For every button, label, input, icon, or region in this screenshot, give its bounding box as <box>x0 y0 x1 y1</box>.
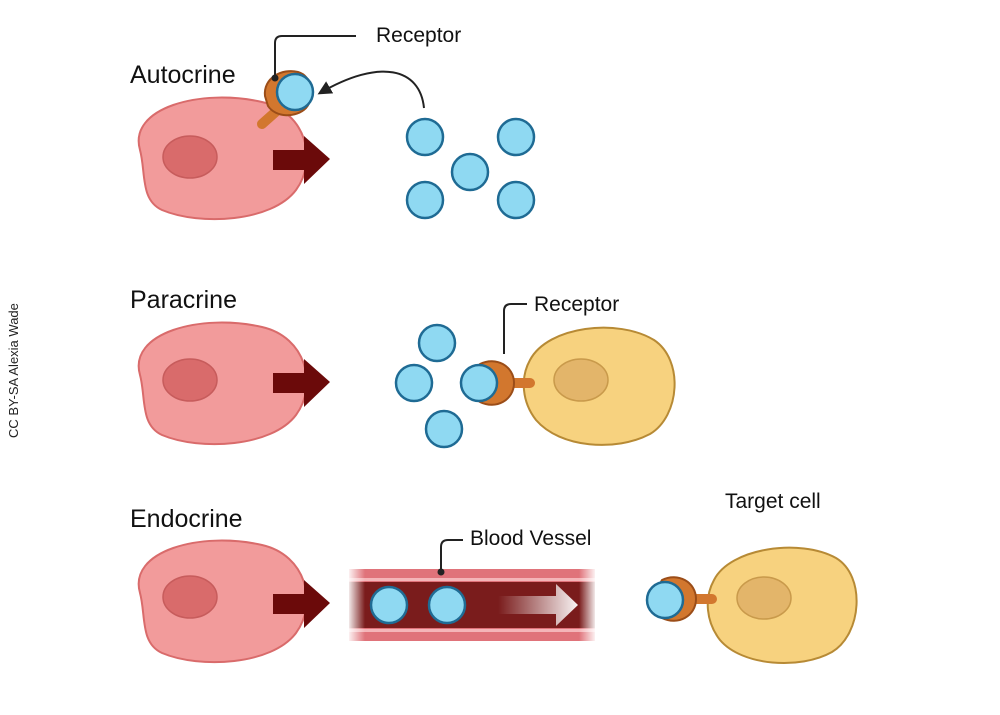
signal-molecule <box>369 585 409 625</box>
signal-molecule <box>645 580 685 620</box>
receptor-callout-line <box>271 35 356 82</box>
cell-nucleus <box>553 358 609 402</box>
receptor <box>459 360 535 406</box>
secretion-arrow <box>273 359 330 407</box>
signal-molecules-cluster <box>405 117 536 220</box>
binding-curve-arrow <box>317 70 425 109</box>
cell-nucleus <box>736 576 792 620</box>
autocrine-panel <box>137 35 536 221</box>
paracrine-panel <box>137 303 676 449</box>
secreting-cell <box>137 539 308 664</box>
signal-molecule <box>394 363 434 403</box>
secretion-arrow <box>273 580 330 628</box>
endocrine-panel <box>137 539 858 665</box>
signal-molecule <box>424 409 464 449</box>
signal-molecules-cluster <box>394 323 464 449</box>
target-cell <box>706 546 858 665</box>
signal-molecule <box>496 180 536 220</box>
vessel-callout-line <box>437 539 463 576</box>
cell-nucleus <box>162 575 218 619</box>
autocrine-receptor-label: Receptor <box>376 24 462 47</box>
flow-arrow <box>498 584 578 626</box>
credit-text: CC BY-SA Alexia Wade <box>6 303 21 438</box>
signal-molecule <box>496 117 536 157</box>
signal-molecule <box>417 323 457 363</box>
cell-nucleus <box>162 358 218 402</box>
autocrine-title: Autocrine <box>130 61 236 89</box>
secreting-cell <box>137 321 308 446</box>
signal-molecule <box>427 585 467 625</box>
signal-molecule <box>450 152 490 192</box>
receptor <box>645 576 717 622</box>
paracrine-title: Paracrine <box>130 286 237 314</box>
blood-vessel <box>349 565 595 645</box>
receptor-callout-line <box>503 303 527 354</box>
blood-vessel-label: Blood Vessel <box>470 527 592 550</box>
endocrine-title: Endocrine <box>130 505 243 533</box>
paracrine-receptor-label: Receptor <box>534 293 620 316</box>
signal-molecule <box>459 363 499 403</box>
signal-molecule <box>405 117 445 157</box>
target-cell-label: Target cell <box>725 490 821 513</box>
signal-molecule <box>275 72 315 112</box>
receptor <box>257 70 315 129</box>
signal-molecule <box>405 180 445 220</box>
secretion-arrow <box>273 136 330 184</box>
target-cell <box>522 326 676 446</box>
cell-nucleus <box>162 135 218 179</box>
